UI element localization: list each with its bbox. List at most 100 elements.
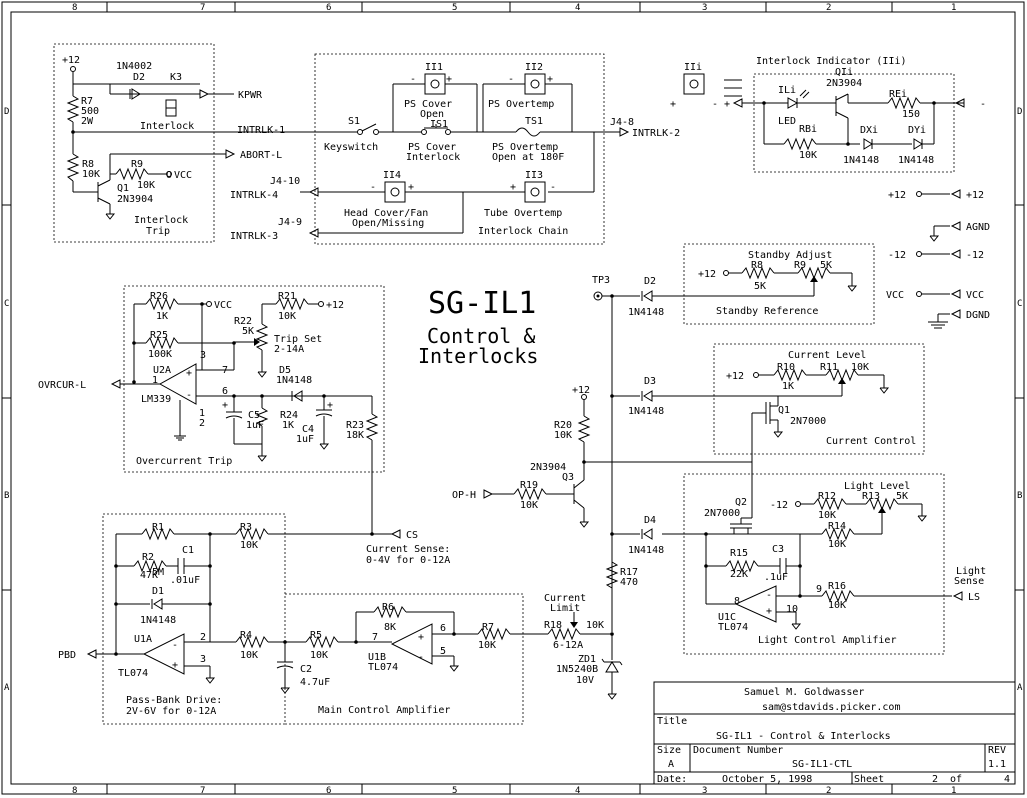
ind-iii: IIi: [684, 62, 702, 73]
cc-oph: OP-H: [452, 490, 476, 501]
supply-connectors: +12 +12 AGND -12 -12 VCC VCC DGND: [886, 189, 990, 329]
border-col-2-bottom: 2: [826, 786, 831, 796]
ic-ts1a: PS Overtemp: [492, 142, 558, 153]
it-r7w: 2W: [81, 116, 94, 127]
lc-r14: R14: [828, 521, 846, 532]
sup-dgnd: DGND: [966, 310, 990, 321]
oc-pin12-b: 2: [199, 418, 205, 429]
oc-ovrcur: OVRCUR-L: [38, 380, 86, 391]
ma-r1: R1: [152, 522, 164, 533]
oc-tripset1: Trip Set: [274, 334, 322, 345]
lc-u1c: U1C: [718, 612, 736, 623]
oc-c5-plus: +: [222, 400, 228, 411]
sb-tp3: TP3: [592, 275, 610, 286]
cc-r10v: 1K: [782, 381, 794, 392]
oc-p12: +12: [326, 300, 344, 311]
oc-r22v: 5K: [242, 326, 254, 337]
lc-c3v: .1uF: [764, 572, 788, 583]
lc-r13v: 5K: [896, 491, 908, 502]
oc-pin12-a: 1: [199, 408, 205, 419]
cl-title1: Current: [544, 593, 586, 604]
tb-author: Samuel M. Goldwasser: [744, 687, 864, 698]
ma-pb2: 2V-6V for 0-12A: [126, 706, 216, 717]
ma-u1b-plus: +: [418, 632, 424, 643]
tb-sheet-value: 2: [932, 774, 938, 785]
ic-ii4-plus: +: [408, 182, 414, 193]
sb-title: Standby Adjust: [748, 250, 832, 261]
ma-cs1: Current Sense:: [366, 544, 450, 555]
it-r7: R7: [81, 96, 93, 107]
border-col-1: 1: [951, 3, 956, 13]
oc-r26v: 1K: [156, 311, 168, 322]
cc-r19: R19: [520, 480, 538, 491]
ma-pin5: 5: [440, 646, 446, 657]
lc-r12v: 10K: [818, 510, 836, 521]
oc-r23: R23: [346, 420, 364, 431]
cl-zd1v: 10V: [576, 675, 594, 686]
border-col-5-bottom: 5: [452, 786, 457, 796]
current-control-block: Current Level +12 R10 1K R11 10K D3 1N41…: [452, 343, 925, 528]
border-col-5: 5: [452, 3, 457, 13]
ma-u1a-plus: +: [172, 660, 178, 671]
ma-pin3: 3: [200, 654, 206, 665]
cc-r20v: 10K: [554, 430, 572, 441]
border-col-6: 6: [326, 3, 331, 13]
oc-r25v: 100K: [148, 349, 172, 360]
ma-r1v: 5M: [152, 567, 164, 578]
tb-rev-value: 1.1: [988, 759, 1006, 770]
cc-q1: Q1: [778, 405, 790, 416]
tb-sheet-label: Sheet: [854, 774, 884, 785]
border-col-4: 4: [575, 3, 580, 13]
ma-r2v: 47K: [140, 570, 158, 581]
ic-chain: Interlock Chain: [478, 226, 568, 237]
ind-dyi: DYi: [908, 125, 926, 136]
ma-c2: C2: [300, 664, 312, 675]
border-col-7: 7: [200, 3, 205, 13]
ind-title: Interlock Indicator (IIi): [756, 56, 907, 67]
cc-q3: Q3: [562, 472, 574, 483]
ind-minus: -: [980, 99, 986, 110]
ic-ii4-minus: -: [370, 182, 376, 193]
it-box2: Trip: [146, 226, 170, 237]
tb-size-value: A: [668, 759, 674, 770]
it-kpwr: KPWR: [238, 90, 263, 101]
ma-r6: R6: [382, 602, 394, 613]
oc-c4v: 1uF: [296, 434, 314, 445]
ic-ii1b: Open: [420, 109, 444, 120]
lc-pin9: 9: [816, 584, 822, 595]
ma-u1b-minus: -: [418, 652, 424, 663]
lc-title: Light Level: [844, 481, 910, 492]
ma-pin2: 2: [200, 632, 206, 643]
interlock-indicator-block: IIi + - Interlock Indicator (IIi) + ILi …: [670, 56, 986, 173]
cl-r18: R18: [544, 620, 562, 631]
ma-pin7: 7: [372, 632, 378, 643]
lc-d4part: 1N4148: [628, 545, 664, 556]
lc-plus: +: [766, 606, 772, 617]
ma-d1: D1: [152, 586, 164, 597]
ind-rbiv: 10K: [799, 150, 817, 161]
it-p12: +12: [62, 55, 80, 66]
oc-minus: -: [186, 390, 192, 401]
oc-pin3: 3: [200, 350, 206, 361]
tb-docnum-label: Document Number: [693, 745, 783, 756]
border-col-4-bottom: 4: [575, 786, 580, 796]
lc-u1cpart: TL074: [718, 622, 748, 633]
it-interlock: Interlock: [140, 121, 194, 132]
border-col-6-bottom: 6: [326, 786, 331, 796]
title-sub2: Interlocks: [418, 344, 538, 368]
lc-sense1: Light: [956, 566, 986, 577]
ic-ii4b: Open/Missing: [352, 218, 424, 229]
ic-ii2a: PS Overtemp: [488, 99, 554, 110]
it-r9: R9: [131, 159, 143, 170]
ind-dxi: DXi: [860, 125, 878, 136]
ma-r4: R4: [240, 630, 252, 641]
cl-title2: Limit: [550, 603, 580, 614]
tb-date-value: October 5, 1998: [722, 774, 812, 785]
oc-pin1: 1: [152, 375, 158, 386]
ma-pin6: 6: [440, 623, 446, 634]
it-k3: K3: [170, 72, 182, 83]
tb-of-label: of: [950, 774, 962, 785]
ic-ii1-minus: -: [410, 74, 416, 85]
border-row-a: A: [4, 683, 10, 693]
tb-of-value: 4: [1004, 774, 1010, 785]
